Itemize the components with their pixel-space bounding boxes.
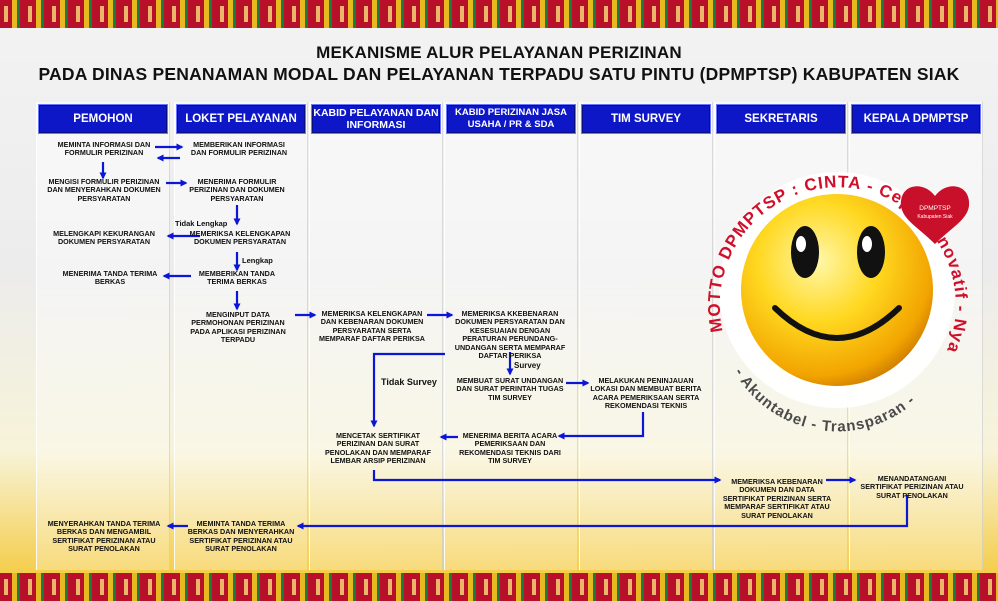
step-menginput-data: MENGINPUT DATA PERMOHONAN PERIZINAN PADA… <box>190 310 286 345</box>
step-mencetak-sertifikat: MENCETAK SERTIFIKAT PERIZINAN DAN SURAT … <box>324 431 432 466</box>
lane-tim-survey <box>579 102 713 570</box>
lane-header-loket: LOKET PELAYANAN <box>176 104 306 134</box>
step-mengisi-formulir: MENGISI FORMULIR PERIZINAN DAN MENYERAHK… <box>47 177 161 203</box>
step-menandatangani: MENANDATANGANI SERTIFIKAT PERIZINAN ATAU… <box>860 474 964 500</box>
svg-text:DPMPTSP: DPMPTSP <box>919 205 950 212</box>
step-memeriksa-kkebenaran: MEMERIKSA KKEBENARAN DOKUMEN PERSYARATAN… <box>454 309 566 361</box>
step-melakukan-peninjauan: MELAKUKAN PENINJAUAN LOKASI DAN MEMBUAT … <box>590 376 702 411</box>
lane-header-kepala: KEPALA DPMPTSP <box>851 104 981 134</box>
lane-header-tim-survey: TIM SURVEY <box>581 104 711 134</box>
step-membuat-surat-undangan: MEMBUAT SURAT UNDANGAN DAN SURAT PERINTA… <box>456 376 564 402</box>
heart-icon <box>900 186 970 244</box>
step-menyerahkan-tanda-terima: MENYERAHKAN TANDA TERIMA BERKAS DAN MENG… <box>47 519 161 554</box>
step-memeriksa-kelengkapan: MEMERIKSA KELENGKAPAN DOKUMEN PERSYARATA… <box>189 229 291 247</box>
lane-kabid-perizinan <box>444 102 578 570</box>
step-memeriksa-kebenaran-dokumen: MEMERIKSA KEBENARAN DOKUMEN DAN DATA SER… <box>722 477 832 520</box>
lane-kabid-pelayanan <box>309 102 443 570</box>
lane-loket <box>174 102 308 570</box>
step-meminta-informasi: MEMINTA INFORMASI DAN FORMULIR PERIZINAN <box>57 140 151 158</box>
lane-header-pemohon: PEMOHON <box>38 104 168 134</box>
step-meminta-tanda-terima: MEMINTA TANDA TERIMA BERKAS DAN MENYERAH… <box>187 519 295 554</box>
svg-text:Kabupaten Siak: Kabupaten Siak <box>917 214 953 220</box>
label-survey: Survey <box>514 361 541 370</box>
motto-smiley-emblem: MOTTO DPMPTSP : CINTA - Cepat - Inovatif… <box>677 140 970 435</box>
lane-header-sekretaris: SEKRETARIS <box>716 104 846 134</box>
step-melengkapi-kekurangan: MELENGKAPI KEKURANGAN DOKUMEN PERSYARATA… <box>53 229 155 247</box>
title-line-2: PADA DINAS PENANAMAN MODAL DAN PELAYANAN… <box>38 64 960 84</box>
arrow-s11-s15 <box>370 352 445 428</box>
lane-header-kabid-perizinan: KABID PERIZINAN JASA USAHA / PR & SDA <box>446 104 576 134</box>
bottom-decorative-border <box>0 573 998 601</box>
lane-header-kabid-pelayanan: KABID PELAYANAN DAN INFORMASI <box>311 104 441 134</box>
label-tidak-survey: Tidak Survey <box>381 377 437 387</box>
step-memeriksa-kelengkapan-kebenaran: MEMERIKSA KELENGKAPAN DAN KEBENARAN DOKU… <box>319 309 425 344</box>
arrow-s13-s14 <box>557 412 645 440</box>
step-menerima-berita-acara: MENERIMA BERITA ACARA PEMERIKSAAN DAN RE… <box>459 431 561 466</box>
step-menerima-formulir: MENERIMA FORMULIR PERIZINAN DAN DOKUMEN … <box>189 177 285 203</box>
step-memberikan-informasi: MEMBERIKAN INFORMASI DAN FORMULIR PERIZI… <box>190 140 288 158</box>
arrow-s15-s16 <box>372 470 722 484</box>
top-decorative-border <box>0 0 998 28</box>
step-memberikan-tanda-terima: MEMBERIKAN TANDA TERIMA BERKAS <box>198 269 276 287</box>
label-lengkap: Lengkap <box>242 256 273 265</box>
step-menerima-tanda-terima: MENERIMA TANDA TERIMA BERKAS <box>62 269 158 287</box>
lane-pemohon <box>36 102 170 570</box>
label-tidak-lengkap: Tidak Lengkap <box>175 219 228 228</box>
arrow-s17-s18 <box>296 495 909 530</box>
title-line-1: MEKANISME ALUR PELAYANAN PERIZINAN <box>316 43 682 62</box>
